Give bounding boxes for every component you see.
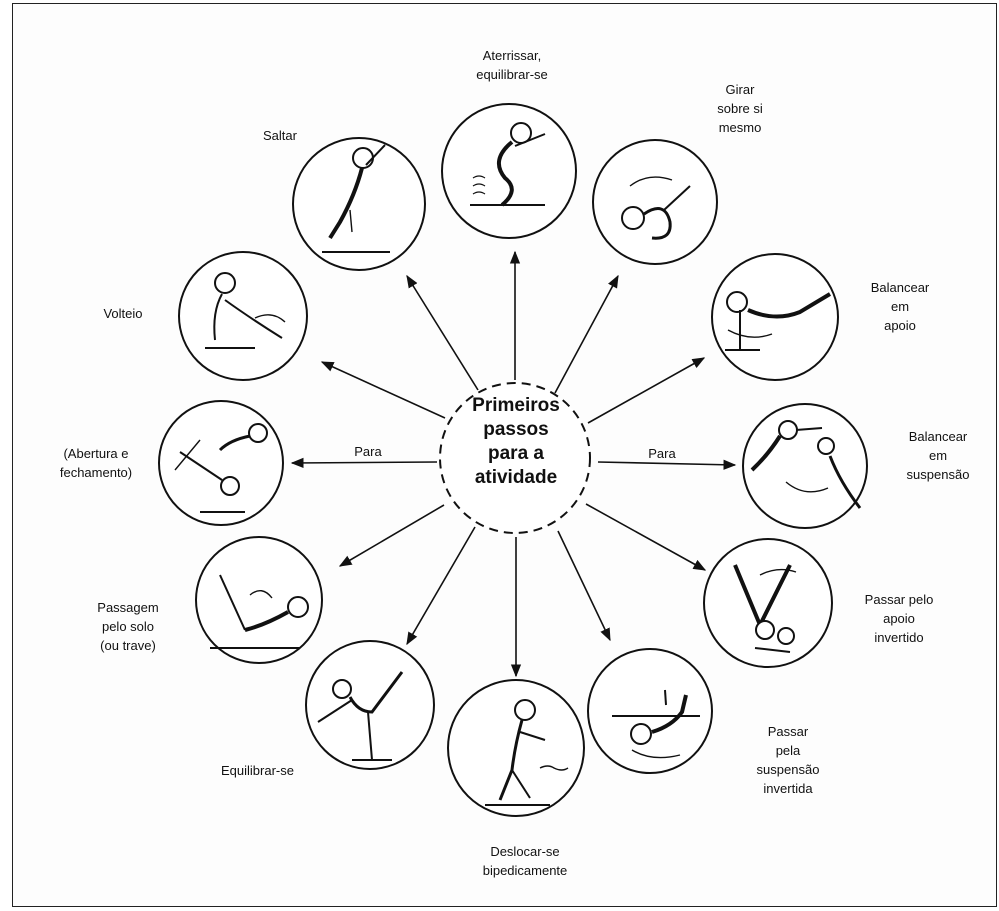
label-line: em (890, 299, 910, 314)
figure-equilibrar (305, 640, 435, 770)
label-line: (Abertura e (63, 446, 129, 461)
center-line: Primeiros (472, 395, 560, 416)
label-girar: Girar sobre si mesmo (700, 80, 780, 137)
label-line: equilibrar-se (476, 67, 548, 82)
figure-balancear-suspensao (742, 403, 868, 529)
label-saltar: Saltar (250, 126, 310, 145)
arrows-group (290, 250, 737, 678)
figure-deslocar (447, 679, 585, 817)
label-line: apoio (884, 318, 916, 333)
arrow-label-right: Para (648, 446, 676, 461)
arrow-label-left: Para (354, 444, 382, 459)
label-line: Aterrissar, (482, 48, 542, 63)
arrow-to-balancear-apoio (587, 357, 706, 424)
label-passar-suspensao: Passar pela suspensão invertida (738, 722, 838, 798)
label-line: Deslocar-se (490, 844, 560, 859)
figure-girar (592, 139, 718, 265)
label-line: suspensão (756, 762, 820, 777)
label-volteio: Volteio (88, 304, 158, 323)
label-abertura: (Abertura e fechamento) (36, 444, 156, 482)
figure-passagem (195, 536, 323, 664)
label-line: (ou trave) (100, 638, 156, 653)
label-line: mesmo (718, 120, 762, 135)
figure-balancear-apoio (711, 253, 839, 381)
label-line: pela (775, 743, 801, 758)
label-line: invertida (763, 781, 813, 796)
label-line: Balancear (870, 280, 930, 295)
label-line: Girar (725, 82, 755, 97)
arrow-to-girar (554, 274, 619, 394)
label-line: Balancear (908, 429, 968, 444)
label-line: bipedicamente (482, 863, 568, 878)
arrow-to-equilibrar (406, 526, 476, 646)
center-label: Primeiros passos para a atividade (440, 394, 592, 490)
label-passar-apoio: Passar pelo apoio invertido (849, 590, 949, 647)
figure-aterrissar (441, 103, 577, 239)
label-equilibrar: Equilibrar-se (200, 761, 315, 780)
arrow-to-balancear-suspensao (597, 459, 737, 470)
figure-passar-apoio (703, 538, 833, 668)
label-line: fechamento) (59, 465, 133, 480)
figure-passar-suspensao (587, 648, 713, 774)
arrow-to-volteio (320, 361, 446, 419)
figure-abertura (158, 400, 284, 526)
label-line: Volteio (103, 306, 143, 321)
label-line: pelo solo (101, 619, 155, 634)
label-line: Saltar (263, 128, 297, 143)
label-line: Equilibrar-se (221, 763, 294, 778)
label-balancear-apoio: Balancear em apoio (855, 278, 945, 335)
arrow-to-passar-suspensao (557, 530, 611, 642)
label-line: Passagem (97, 600, 159, 615)
label-line: Passar (767, 724, 809, 739)
figure-volteio (178, 251, 308, 381)
label-line: apoio (883, 611, 915, 626)
arrow-to-saltar (406, 274, 479, 391)
label-passagem: Passagem pelo solo (ou trave) (78, 598, 178, 655)
label-aterrissar: Aterrissar, equilibrar-se (452, 46, 572, 84)
arrow-to-abertura (290, 457, 438, 469)
label-deslocar: Deslocar-se bipedicamente (465, 842, 585, 880)
arrow-to-passagem (338, 504, 445, 567)
center-line: para a (488, 443, 544, 464)
figure-saltar (292, 137, 426, 271)
center-line: atividade (474, 467, 558, 488)
label-balancear-suspensao: Balancear em suspensão (888, 427, 988, 484)
label-line: invertido (874, 630, 924, 645)
label-line: em (928, 448, 948, 463)
center-line: passos (483, 419, 549, 440)
label-line: sobre si (717, 101, 763, 116)
label-line: suspensão (906, 467, 970, 482)
center-dashed-circle (439, 382, 591, 534)
label-line: Passar pelo (864, 592, 934, 607)
arrow-to-passar-apoio (585, 503, 707, 571)
